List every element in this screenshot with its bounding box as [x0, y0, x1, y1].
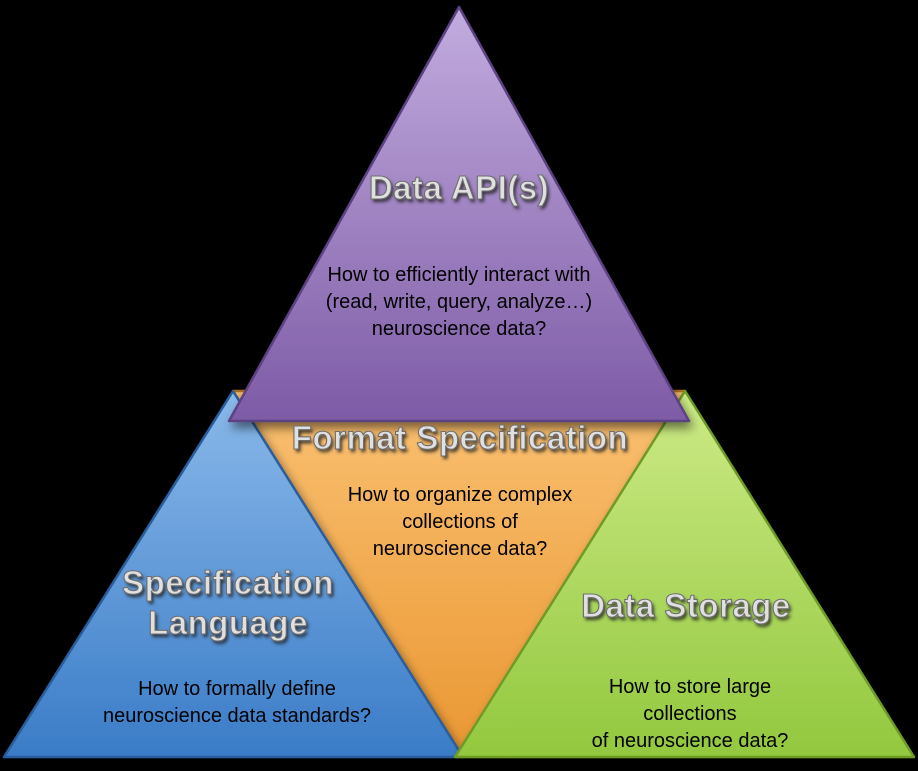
data-storage-triangle [453, 389, 916, 759]
specification-language-triangle [2, 389, 465, 759]
data-api-triangle [227, 5, 691, 423]
